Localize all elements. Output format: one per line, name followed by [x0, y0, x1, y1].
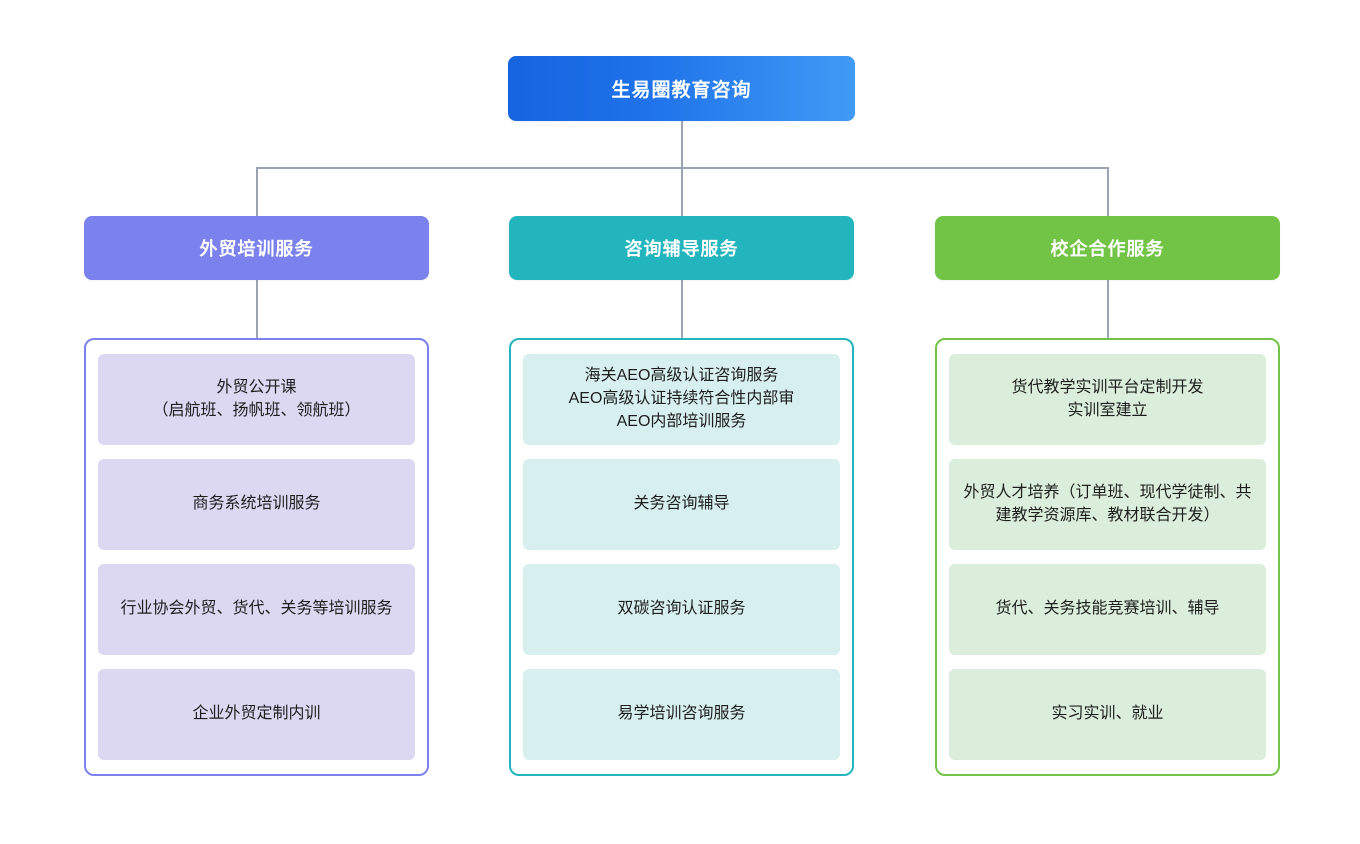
service-item-line: AEO内部培训服务 — [616, 412, 747, 430]
service-item[interactable]: 行业协会外贸、货代、关务等培训服务 — [98, 564, 415, 655]
service-item[interactable]: 货代教学实训平台定制开发 实训室建立 — [949, 354, 1266, 445]
service-item[interactable]: 商务系统培训服务 — [98, 459, 415, 550]
service-item[interactable]: 实习实训、就业 — [949, 669, 1266, 760]
service-item[interactable]: 关务咨询辅导 — [523, 459, 840, 550]
service-item-line: （启航班、扬帆班、领航班） — [152, 401, 361, 419]
connector-header-to-group-col2 — [1107, 280, 1109, 338]
service-item-line: 易学培训咨询服务 — [617, 705, 746, 723]
category-header-zixun-fudao[interactable]: 咨询辅导服务 — [509, 216, 854, 280]
connector-root-stem — [681, 121, 683, 168]
service-item-line: 关务咨询辅导 — [633, 495, 730, 513]
service-item-line: 商务系统培训服务 — [192, 495, 321, 513]
category-header-xiaoqi-hezuo[interactable]: 校企合作服务 — [935, 216, 1280, 280]
service-item[interactable]: 易学培训咨询服务 — [523, 669, 840, 760]
service-item[interactable]: 双碳咨询认证服务 — [523, 564, 840, 655]
service-item[interactable]: 外贸人才培养（订单班、现代学徒制、共建教学资源库、教材联合开发） — [949, 459, 1266, 550]
connector-header-to-group-col0 — [256, 280, 258, 338]
service-item[interactable]: 货代、关务技能竞赛培训、辅导 — [949, 564, 1266, 655]
connector-header-to-group-col1 — [681, 280, 683, 338]
category-header-waimao-peixun[interactable]: 外贸培训服务 — [84, 216, 429, 280]
service-group-zixun-fudao: 海关AEO高级认证咨询服务 AEO高级认证持续符合性内部审 AEO内部培训服务 … — [509, 338, 854, 776]
service-item-line: 海关AEO高级认证咨询服务 — [584, 367, 779, 385]
service-item-line: 实习实训、就业 — [1051, 705, 1164, 723]
connector-drop-col1 — [681, 167, 683, 216]
service-item-line: 行业协会外贸、货代、关务等培训服务 — [120, 600, 393, 618]
service-item[interactable]: 外贸公开课 （启航班、扬帆班、领航班） — [98, 354, 415, 445]
service-item-line: 双碳咨询认证服务 — [617, 600, 746, 618]
connector-drop-col0 — [256, 167, 258, 216]
service-item[interactable]: 海关AEO高级认证咨询服务 AEO高级认证持续符合性内部审 AEO内部培训服务 — [523, 354, 840, 445]
service-item-line: 实训室建立 — [1067, 401, 1148, 419]
service-item-line: 货代、关务技能竞赛培训、辅导 — [995, 600, 1220, 618]
connector-drop-col2 — [1107, 167, 1109, 216]
service-item-line: 外贸人才培养（订单班、现代学徒制、共建教学资源库、教材联合开发） — [963, 483, 1252, 524]
service-item[interactable]: 企业外贸定制内训 — [98, 669, 415, 760]
service-item-line: 外贸公开课 — [216, 378, 297, 396]
root-node[interactable]: 生易圈教育咨询 — [508, 56, 855, 121]
service-group-xiaoqi-hezuo: 货代教学实训平台定制开发 实训室建立 外贸人才培养（订单班、现代学徒制、共建教学… — [935, 338, 1280, 776]
service-item-line: AEO高级认证持续符合性内部审 — [568, 390, 795, 408]
service-group-waimao-peixun: 外贸公开课 （启航班、扬帆班、领航班） 商务系统培训服务 行业协会外贸、货代、关… — [84, 338, 429, 776]
service-item-line: 企业外贸定制内训 — [192, 705, 321, 723]
service-item-line: 货代教学实训平台定制开发 — [1011, 378, 1204, 396]
